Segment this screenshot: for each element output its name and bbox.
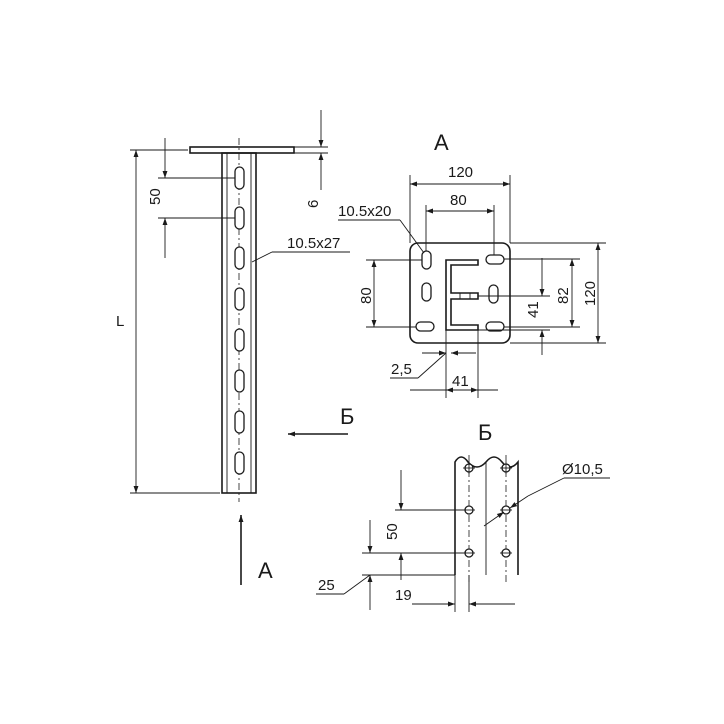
view-b: Б Ø10,5 bbox=[316, 420, 610, 612]
channel-profile bbox=[445, 259, 479, 331]
length-label: L bbox=[116, 313, 124, 330]
slot bbox=[485, 321, 505, 332]
hole-spacing-label: 19 bbox=[395, 587, 412, 604]
slot bbox=[488, 284, 499, 304]
slot-row bbox=[234, 166, 245, 475]
plate-outline bbox=[409, 242, 511, 344]
plate-height-label: 120 bbox=[582, 281, 599, 306]
plate-slot-label: 10.5x20 bbox=[338, 203, 391, 220]
view-arrow-side-label: Б bbox=[340, 404, 354, 429]
slot bbox=[421, 282, 432, 302]
slot bbox=[415, 321, 435, 332]
slot bbox=[234, 451, 245, 475]
side-strip bbox=[454, 456, 519, 575]
plate-thickness-label: 6 bbox=[305, 200, 322, 208]
slot bbox=[234, 246, 245, 270]
base-plate bbox=[189, 146, 295, 154]
end-offset-label: 25 bbox=[318, 577, 335, 594]
hole-grid bbox=[464, 463, 511, 558]
profile-width-label: 41 bbox=[452, 373, 469, 390]
plate-width-label: 120 bbox=[448, 164, 473, 181]
view-arrow-bottom-label: A bbox=[258, 558, 273, 583]
hole-label: Ø10,5 bbox=[562, 461, 603, 478]
slot bbox=[234, 410, 245, 434]
slot-label: 10.5x27 bbox=[287, 235, 340, 252]
slot-spacing-label: 80 bbox=[450, 192, 467, 209]
slot bbox=[234, 369, 245, 393]
wall-thickness-label: 2,5 bbox=[391, 361, 412, 378]
profile-height-label: 82 bbox=[555, 287, 572, 304]
slot bbox=[234, 328, 245, 352]
view-b-pitch-label: 50 bbox=[384, 523, 401, 540]
slot bbox=[234, 206, 245, 230]
view-a: A 120 80 10.5x20 80 bbox=[338, 130, 606, 398]
pitch-label: 50 bbox=[147, 188, 164, 205]
view-b-title: Б bbox=[478, 420, 492, 445]
slot bbox=[234, 287, 245, 311]
left-spacing-label: 80 bbox=[358, 287, 375, 304]
slot bbox=[485, 254, 505, 265]
main-view: L 50 6 10.5x27 Б A bbox=[116, 110, 354, 585]
view-a-title: A bbox=[434, 130, 449, 155]
slot bbox=[234, 166, 245, 190]
profile-depth-label: 41 bbox=[525, 301, 542, 318]
slot bbox=[421, 250, 432, 270]
